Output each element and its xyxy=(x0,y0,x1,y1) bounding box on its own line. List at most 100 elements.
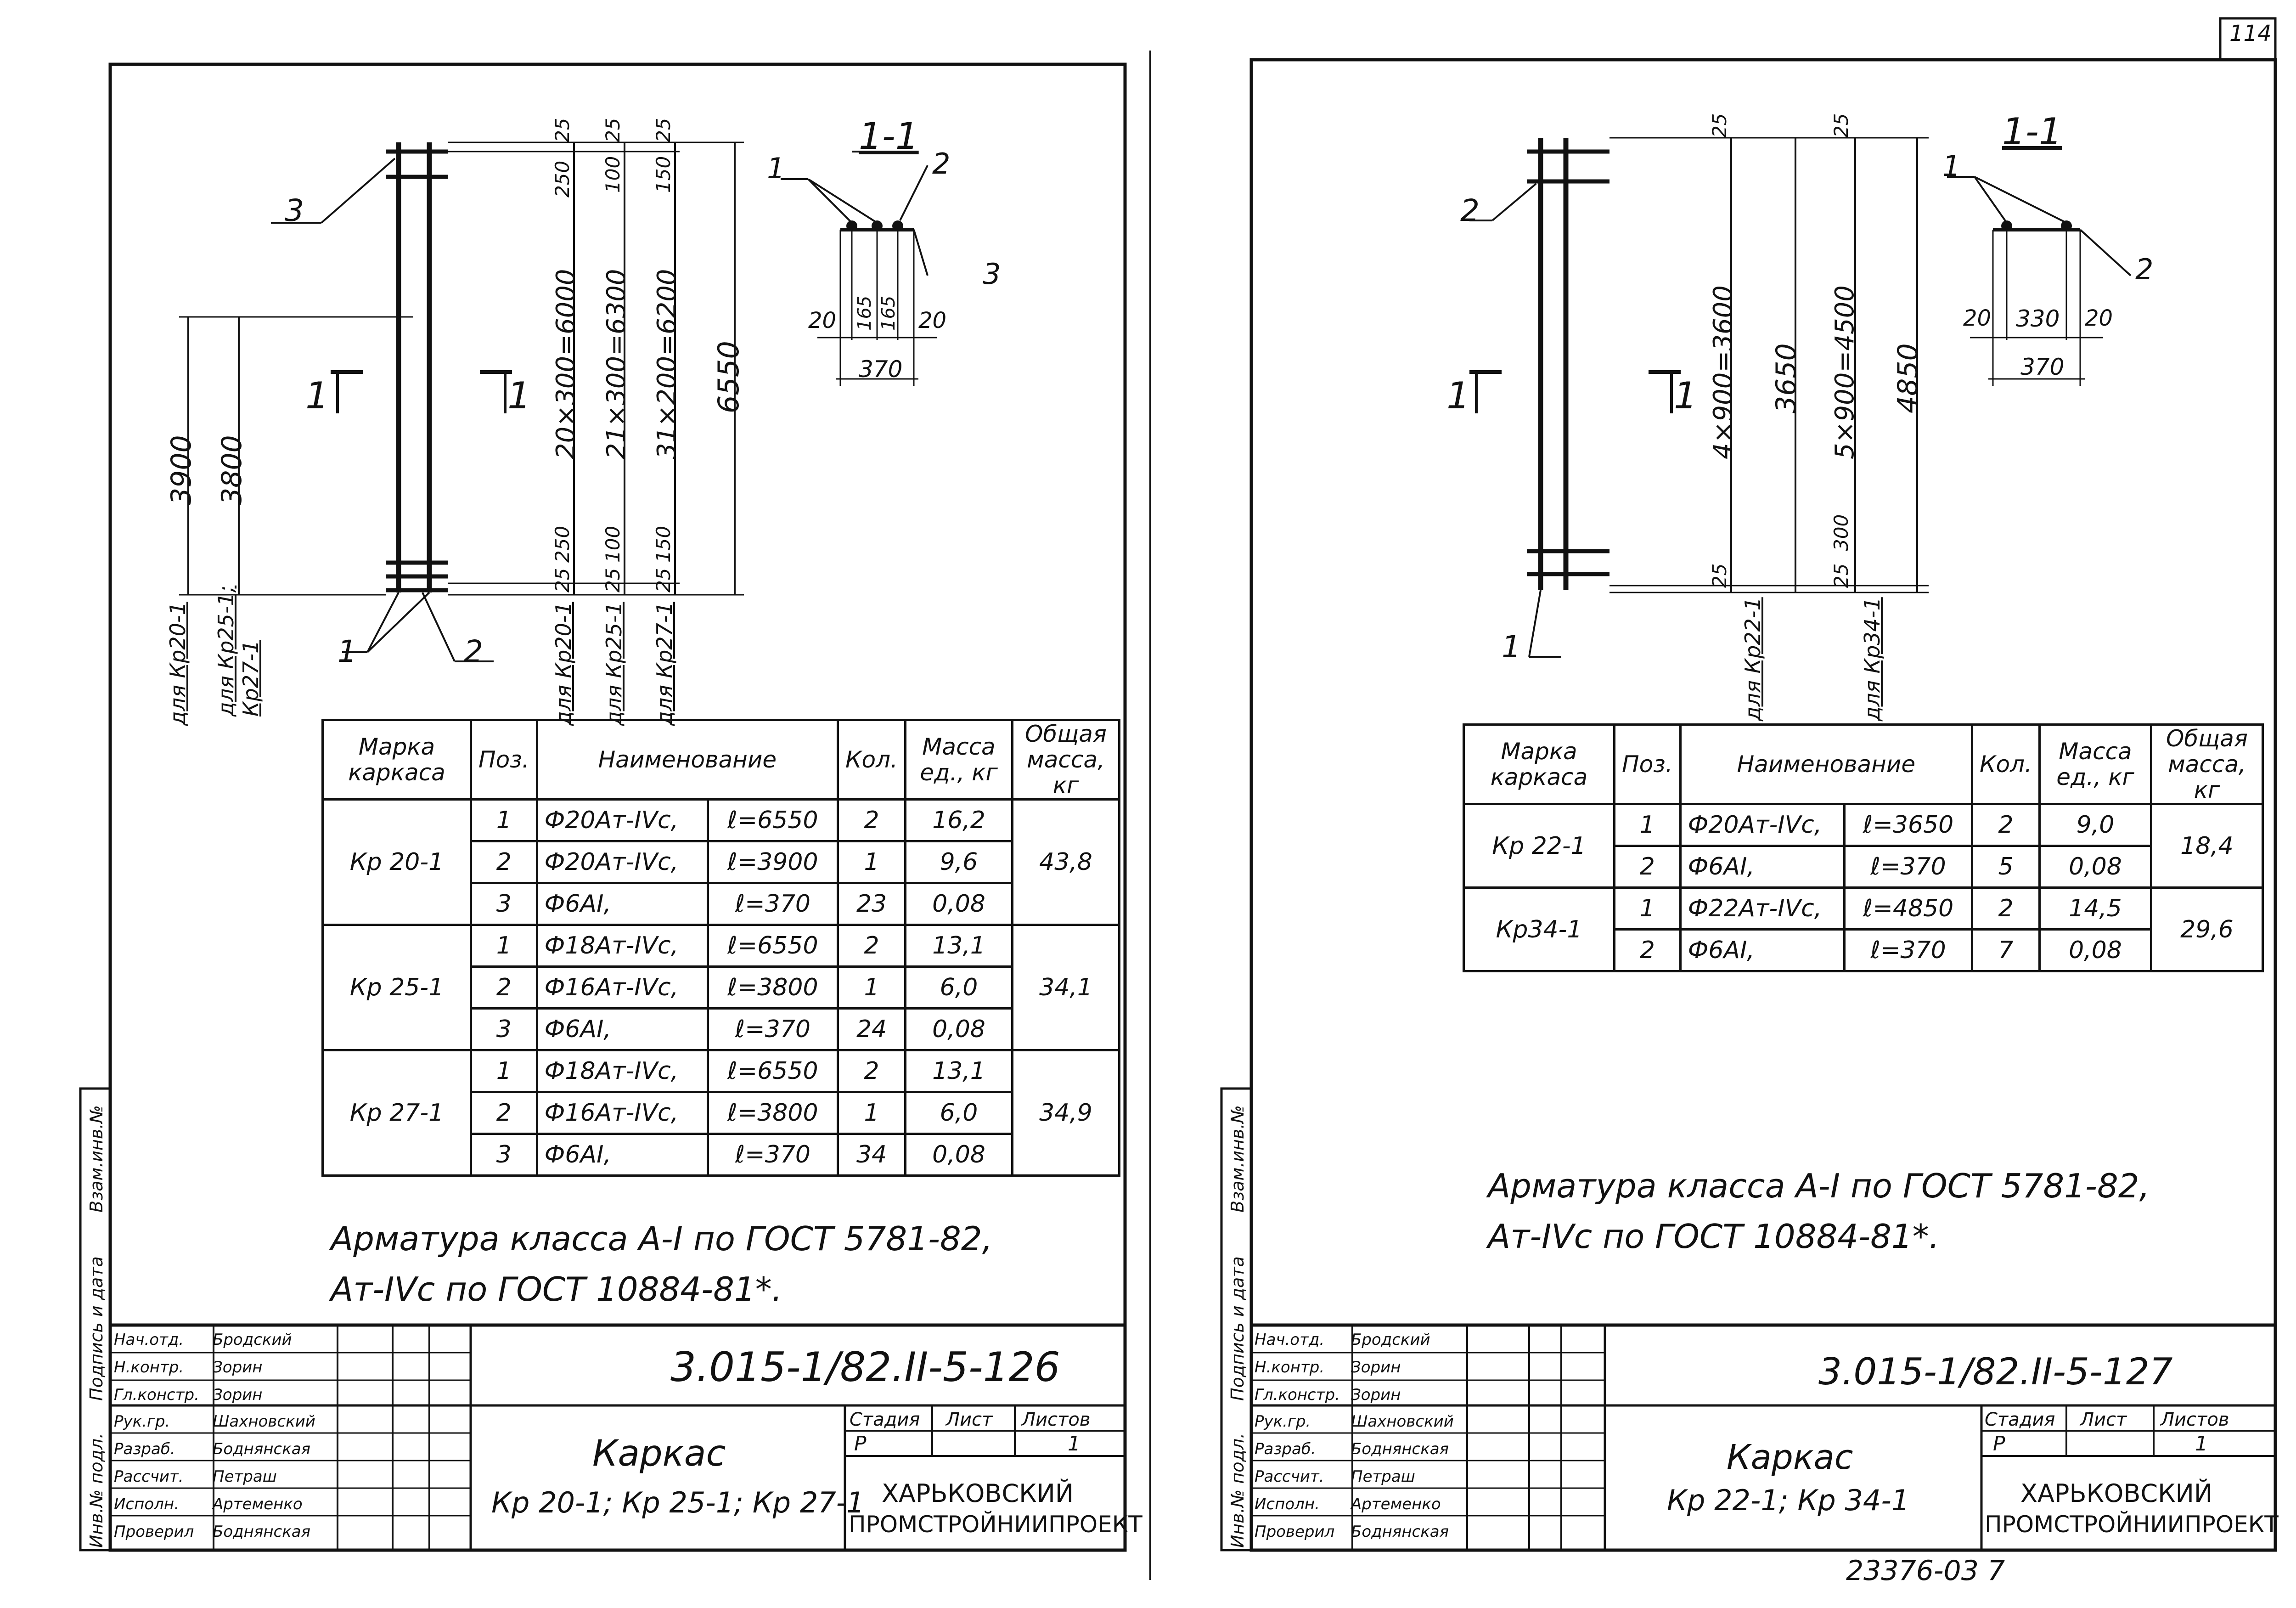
bottom-code: 23376-03 7 xyxy=(1846,1555,2005,1587)
side-stamp-label: Взам.инв.№ xyxy=(86,1105,107,1213)
table-row: 2 Ф6АI, ℓ=370 7 0,08 xyxy=(1464,928,2263,972)
col-header: Кол. xyxy=(1971,723,2041,805)
table-row: 3 Ф6АI, ℓ=370 24 0,08 xyxy=(323,1007,1120,1051)
mass-cell: 6,0 xyxy=(904,1091,1013,1135)
name-cell: Ф20Ат-IVс, xyxy=(1679,803,1846,847)
leader-label: 3 xyxy=(285,193,304,228)
spec-table-right: Марка каркаса Поз. Наименование Кол. Мас… xyxy=(1463,723,2264,972)
role-row: Н.контр.Зорин xyxy=(1255,1358,1401,1377)
dim-text: 25 xyxy=(602,568,624,592)
mass-cell: 9,6 xyxy=(904,840,1013,884)
role-row: Нач.отд.Бродский xyxy=(114,1331,292,1349)
col-header: Поз. xyxy=(470,719,538,801)
length-cell: ℓ=4850 xyxy=(1843,886,1974,931)
role-row: Рук.гр.Шахновский xyxy=(114,1412,315,1431)
role-row: Исполн.Артеменко xyxy=(1255,1495,1441,1513)
mark-cell: Кр 25-1 xyxy=(321,924,472,1051)
side-stamp-label: Подпись и дата xyxy=(86,1256,107,1401)
table-row: Кр 20-1 1 Ф20Ат-IVс, ℓ=6550 2 16,2 43,8 xyxy=(321,798,1120,926)
side-stamp-label: Инв.№ подл. xyxy=(86,1433,107,1548)
name-cell: Ф6АI, xyxy=(535,1133,709,1177)
org-line: ХАРЬКОВСКИЙ xyxy=(2020,1479,2213,1508)
total-cell: 34,9 xyxy=(1011,1049,1120,1177)
col-header: Кол. xyxy=(837,719,906,801)
name-cell: Ф6АI, xyxy=(535,882,709,926)
name-cell: Ф16Ат-IVс, xyxy=(535,1091,709,1135)
pos-cell: 2 xyxy=(1613,928,1682,972)
col-header: Общая масса, кг xyxy=(2150,723,2264,805)
mass-cell: 9,0 xyxy=(2038,803,2152,847)
pos-cell: 1 xyxy=(1613,803,1682,847)
pos-cell: 2 xyxy=(470,840,538,884)
qty-cell: 34 xyxy=(837,1133,906,1177)
org-line: ПРОМСТРОЙНИИПРОЕКТ xyxy=(1985,1511,2279,1538)
role-row: Исполн.Артеменко xyxy=(114,1495,303,1513)
table-row: 3 Ф6АI, ℓ=370 34 0,08 xyxy=(323,1133,1120,1177)
left-frame-elevation xyxy=(179,141,744,662)
section-label: 3 xyxy=(983,257,1001,291)
table-row: Кр34-1 1 Ф22Ат-IVс, ℓ=4850 2 14,5 29,6 xyxy=(1463,886,2264,972)
dim-text: 370 xyxy=(859,356,903,383)
mass-cell: 14,5 xyxy=(2038,886,2152,931)
pos-cell: 1 xyxy=(470,798,538,842)
page-number: 114 xyxy=(2229,21,2272,46)
total-cell: 18,4 xyxy=(2150,803,2264,889)
pos-cell: 1 xyxy=(1613,886,1682,931)
note-line: Арматура класса А-I по ГОСТ 5781-82, xyxy=(331,1219,993,1258)
section-title: 1-1 xyxy=(2002,110,2062,153)
for-label: для Кр27-1 xyxy=(652,602,677,726)
section-label: 1 xyxy=(767,152,785,185)
qty-cell: 2 xyxy=(837,798,906,842)
dim-text: 150 xyxy=(652,525,675,563)
pos-cell: 2 xyxy=(1613,845,1682,889)
name-cell: Ф6АI, xyxy=(1679,928,1846,972)
cut-mark: 1 xyxy=(507,374,531,417)
cut-mark: 1 xyxy=(1674,374,1697,417)
role-row: Нач.отд.Бродский xyxy=(1255,1331,1430,1349)
col-header: Наименование xyxy=(1679,723,1974,805)
dim-text: 165 xyxy=(878,295,899,331)
stage-value: Р xyxy=(854,1432,867,1456)
length-cell: ℓ=370 xyxy=(1843,928,1974,972)
sheets-label: Листов xyxy=(2161,1409,2229,1430)
dim-text: 5×900=4500 xyxy=(1830,285,1860,459)
for-label: для Кр22-1 xyxy=(1740,597,1765,721)
pos-cell: 3 xyxy=(470,1133,538,1177)
qty-cell: 7 xyxy=(1971,928,2041,972)
sheet-label: Лист xyxy=(2080,1409,2127,1430)
dim-text: 21×300=6300 xyxy=(602,269,631,459)
dim-text: 25 xyxy=(602,118,624,142)
mass-cell: 0,08 xyxy=(904,1133,1013,1177)
length-cell: ℓ=6550 xyxy=(706,798,839,842)
for-label: для Кр20-1 xyxy=(551,602,576,726)
section-label: 2 xyxy=(2135,253,2154,286)
dim-text: 20 xyxy=(2085,305,2113,331)
role-row: Рассчит.Петраш xyxy=(114,1467,277,1486)
leader-label: 1 xyxy=(1502,629,1521,665)
table-row: Кр 27-1 1 Ф18Ат-IVс, ℓ=6550 2 13,1 34,9 xyxy=(321,1049,1120,1177)
col-header: Поз. xyxy=(1613,723,1682,805)
drawing-name: Каркас xyxy=(592,1433,726,1474)
table-row: 2 Ф20Ат-IVс, ℓ=3900 1 9,6 xyxy=(323,840,1120,884)
dim-text: 25 xyxy=(1708,113,1731,138)
qty-cell: 2 xyxy=(1971,886,2041,931)
left-title-block-grid xyxy=(108,1323,1127,1552)
section-label: 1 xyxy=(1942,149,1961,183)
side-stamp-label: Инв.№ подл. xyxy=(1227,1433,1248,1548)
org-line: ПРОМСТРОЙНИИПРОЕКТ xyxy=(849,1511,1142,1538)
dim-text: 25 xyxy=(652,568,675,592)
cut-mark: 1 xyxy=(1446,374,1470,417)
stage-label: Стадия xyxy=(1985,1409,2055,1430)
mass-cell: 13,1 xyxy=(904,924,1013,968)
role-row: Разраб.Боднянская xyxy=(114,1440,311,1458)
qty-cell: 2 xyxy=(1971,803,2041,847)
length-cell: ℓ=3650 xyxy=(1843,803,1974,847)
role-row: Н.контр.Зорин xyxy=(114,1358,263,1377)
dim-text: 4850 xyxy=(1892,343,1924,413)
document-code: 3.015-1/82.II-5-127 xyxy=(1818,1350,2173,1393)
qty-cell: 2 xyxy=(837,1049,906,1093)
dim-text: 165 xyxy=(854,295,875,331)
dim-text: 3900 xyxy=(165,435,197,505)
